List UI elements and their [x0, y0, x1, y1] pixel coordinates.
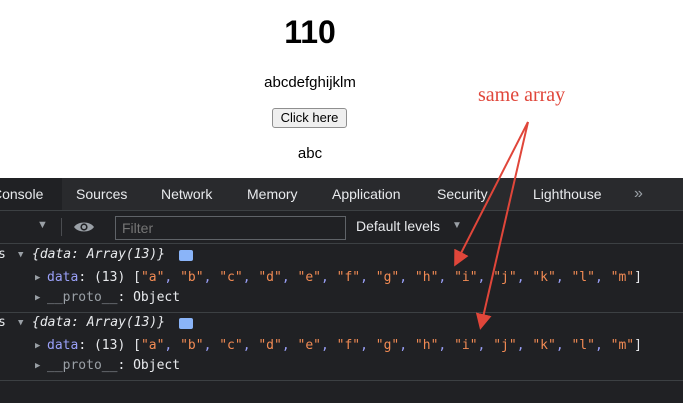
- same-array-annotation: same array: [478, 84, 566, 106]
- property-key: data: [47, 270, 79, 285]
- chevron-down-icon[interactable]: ▼: [452, 220, 462, 231]
- array-item: "d": [258, 338, 282, 353]
- collapse-triangle-icon[interactable]: ▶: [35, 361, 41, 371]
- collapse-triangle-icon[interactable]: ▶: [35, 273, 41, 283]
- array-item: "l": [571, 270, 595, 285]
- more-tabs-icon[interactable]: »: [634, 185, 643, 202]
- array-item: "e": [297, 270, 321, 285]
- property-colon: :: [117, 290, 126, 305]
- array-item: "a": [140, 338, 165, 353]
- array-item: "g": [375, 270, 400, 285]
- message-prefix: s: [0, 247, 6, 262]
- tab-memory[interactable]: Memory: [247, 186, 298, 202]
- proto-value: Object: [125, 358, 181, 373]
- info-icon: [179, 318, 193, 329]
- expand-triangle-icon[interactable]: ▼: [18, 250, 24, 260]
- array-item: "e": [297, 338, 321, 353]
- array-item: "m": [610, 338, 635, 353]
- tab-lighthouse[interactable]: Lighthouse: [533, 186, 602, 202]
- array-item: "a": [140, 270, 165, 285]
- tab-security[interactable]: Security: [437, 186, 488, 202]
- array-item: "i": [454, 338, 478, 353]
- devtools-tab-bar: Console Sources Network Memory Applicati…: [0, 178, 683, 211]
- proto-key: __proto__: [47, 358, 118, 373]
- property-colon: :: [78, 270, 87, 285]
- array-item: "j": [493, 338, 517, 353]
- console-toolbar: ▼ Default levels ▼: [0, 211, 683, 244]
- array-item: "g": [375, 338, 400, 353]
- info-icon: [179, 250, 193, 261]
- array-item: "m": [610, 270, 635, 285]
- result-text: abc: [297, 145, 323, 162]
- filter-input[interactable]: [115, 216, 346, 240]
- object-summary: {data: Array(13)}: [32, 247, 166, 262]
- tab-console[interactable]: Console: [0, 178, 62, 210]
- collapse-triangle-icon[interactable]: ▶: [35, 293, 41, 303]
- default-levels-dropdown[interactable]: Default levels: [356, 218, 441, 234]
- letters-text: abcdefghijklm: [264, 74, 356, 91]
- array-item: "k": [532, 270, 556, 285]
- context-dropdown-icon[interactable]: ▼: [37, 219, 48, 231]
- page-content: 110 abcdefghijklm Click here abc same ar…: [0, 0, 683, 178]
- tab-application[interactable]: Application: [332, 186, 401, 202]
- console-message: s ▼ {data: Array(13)} ▶ data: (13) ["a",…: [0, 245, 683, 313]
- proto-key: __proto__: [47, 290, 118, 305]
- expand-triangle-icon[interactable]: ▼: [18, 318, 24, 328]
- collapse-triangle-icon[interactable]: ▶: [35, 341, 41, 351]
- array-count: (13): [86, 270, 134, 285]
- toolbar-divider: [61, 218, 62, 236]
- array-count: (13): [86, 338, 134, 353]
- array-item: "c": [219, 270, 243, 285]
- click-here-button[interactable]: Click here: [272, 108, 347, 128]
- array-item: "b": [180, 338, 204, 353]
- message-prefix: s: [0, 315, 6, 330]
- array-item: "l": [571, 338, 595, 353]
- array-item: "h": [414, 338, 439, 353]
- tab-network[interactable]: Network: [161, 186, 213, 202]
- devtools-panel: Console Sources Network Memory Applicati…: [0, 178, 683, 403]
- array-item: "i": [454, 270, 478, 285]
- array-item: "d": [258, 270, 282, 285]
- tab-console-label: Console: [0, 186, 44, 202]
- object-summary: {data: Array(13)}: [32, 315, 166, 330]
- property-key: data: [47, 338, 79, 353]
- array-item: "j": [493, 270, 517, 285]
- page-heading: 110: [284, 14, 336, 50]
- property-colon: :: [117, 358, 126, 373]
- property-colon: :: [78, 338, 87, 353]
- array-item: "k": [532, 338, 556, 353]
- eye-icon[interactable]: [73, 220, 95, 239]
- array-item: "b": [180, 270, 204, 285]
- array-item: "h": [414, 270, 439, 285]
- array-item: "f": [336, 338, 361, 353]
- proto-value: Object: [125, 290, 181, 305]
- console-message: s ▼ {data: Array(13)} ▶ data: (13) ["a",…: [0, 313, 683, 381]
- tab-sources[interactable]: Sources: [76, 186, 128, 202]
- array-item: "c": [219, 338, 243, 353]
- array-item: "f": [336, 270, 361, 285]
